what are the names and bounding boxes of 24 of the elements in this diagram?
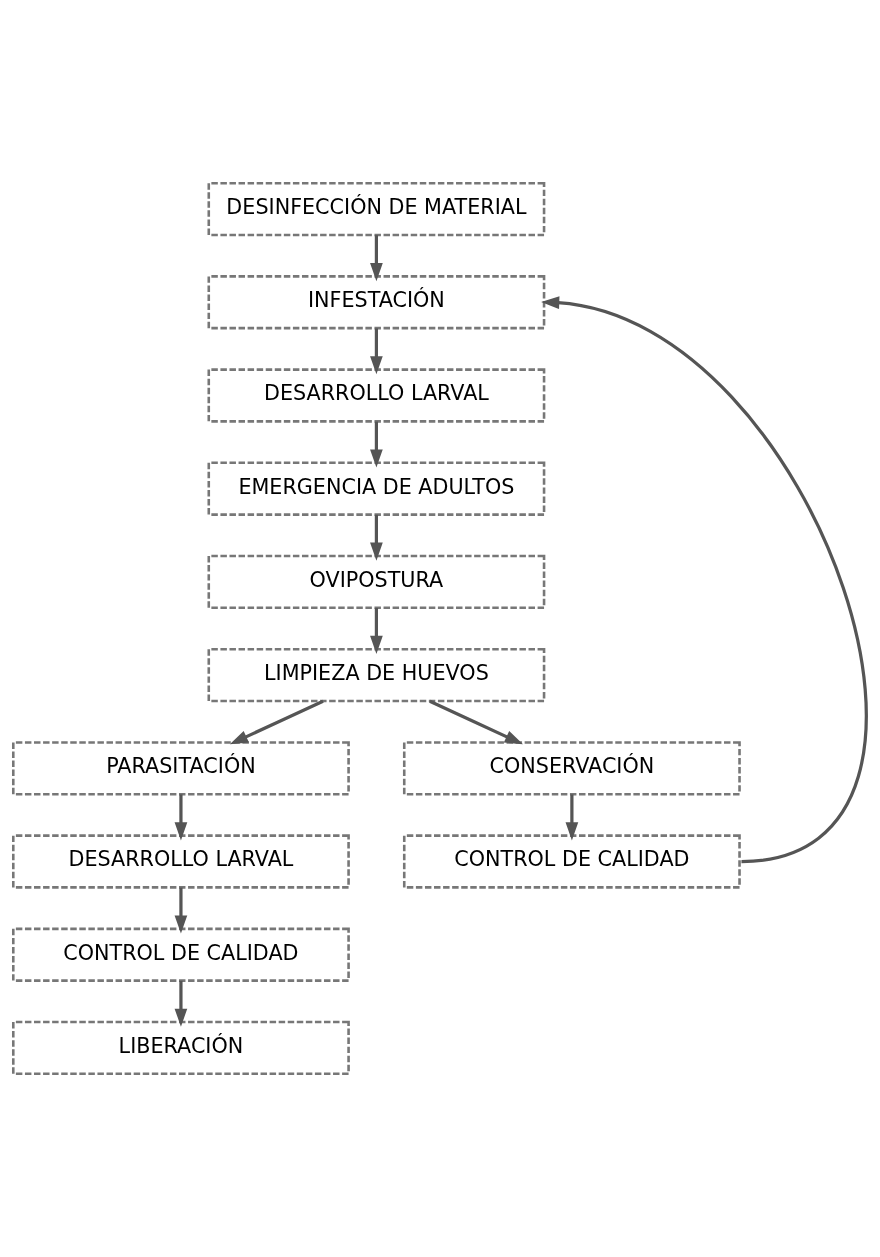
node-box: LIMPIEZA DE HUEVOS	[207, 647, 546, 703]
arrow	[370, 421, 383, 468]
node-box: LIBERACIÓN	[12, 1020, 350, 1076]
arrow	[174, 794, 188, 841]
node-box: DESINFECCIÓN DE MATERIAL	[207, 181, 546, 237]
arrow	[229, 699, 324, 745]
arrow	[370, 514, 383, 561]
node-box: INFESTACIÓN	[207, 275, 546, 330]
node-box: CONSERVACIÓN	[402, 741, 741, 796]
arrow	[370, 235, 383, 282]
arrow	[174, 887, 188, 934]
arrow	[370, 328, 383, 375]
arrow	[565, 794, 579, 841]
node-box: OVIPOSTURA	[207, 554, 546, 610]
node-box: EMERGENCIA DE ADULTOS	[207, 461, 546, 516]
node-box: DESARROLLO LARVAL	[207, 368, 546, 423]
arrow	[429, 699, 523, 745]
node-box: PARASITACIÓN	[12, 741, 350, 796]
arrow	[541, 296, 868, 864]
node-box: DESARROLLO LARVAL	[12, 834, 350, 889]
node-box: CONTROL DE CALIDAD	[402, 834, 741, 889]
node-box: CONTROL DE CALIDAD	[12, 927, 350, 982]
arrow	[370, 607, 383, 654]
arrow	[174, 980, 188, 1027]
